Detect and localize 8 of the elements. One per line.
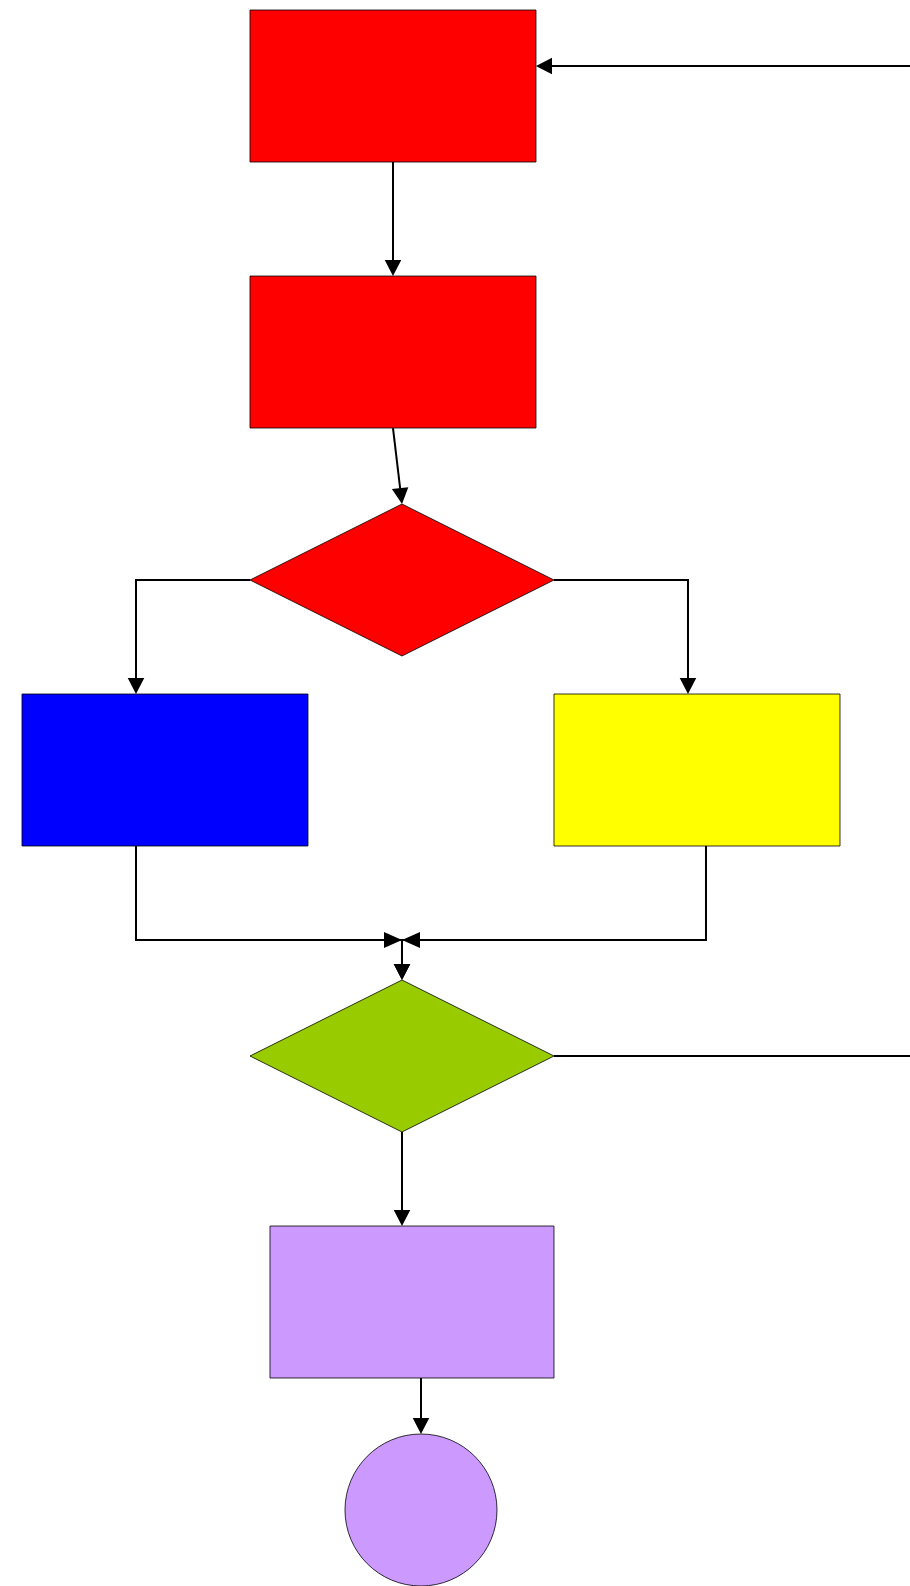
- box: [249, 275, 537, 429]
- box: [249, 9, 537, 163]
- decision-diamond: [249, 503, 555, 657]
- box: [553, 693, 841, 847]
- box: [21, 693, 309, 847]
- end-circle: [344, 1433, 498, 1586]
- decision-diamond: [249, 979, 555, 1133]
- box: [269, 1225, 555, 1379]
